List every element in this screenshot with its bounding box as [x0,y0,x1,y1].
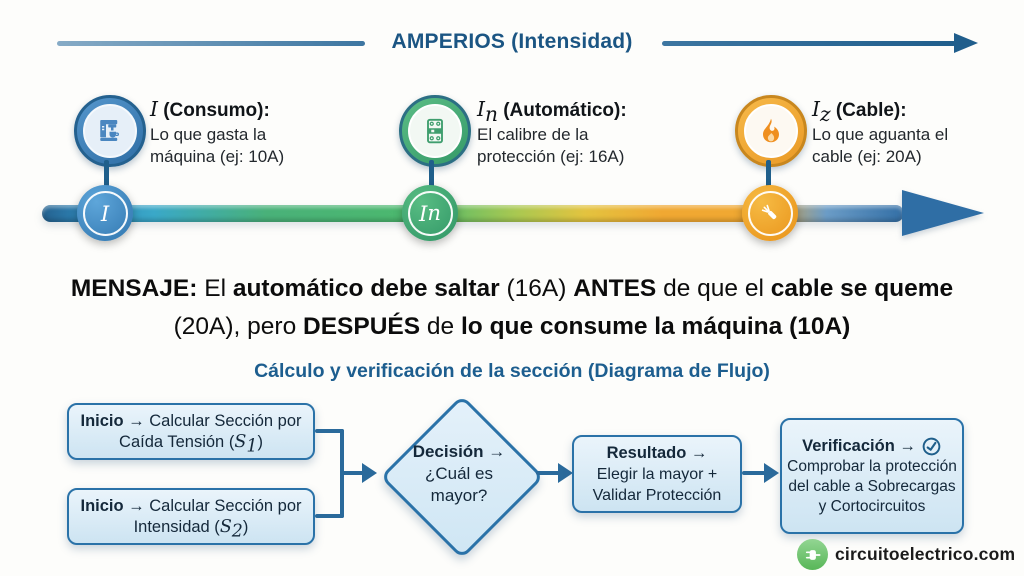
legend-title-consumo: I (Consumo): [150,97,270,121]
result-title: Resultado → [606,443,708,462]
start-box-caida-tension-label: Inicio → Calcular Sección por Caída Tens… [80,411,302,456]
legend-desc-cable: Lo que aguanta el cable (ej: 20A) [812,125,949,166]
axis-line-left [57,41,365,46]
coffee-machine-icon [83,104,137,158]
site-logo: circuitoelectrico.com [797,539,1015,570]
connector-to-verification [742,471,766,475]
arrowhead-to-verification [764,463,779,483]
arrowhead-to-result [558,463,573,483]
amperage-gradient-bar [42,205,904,222]
stem-consumo [104,160,109,190]
circuit-breaker-icon [408,104,462,158]
connector-to-result [536,471,560,475]
axis-title: AMPERIOS (Intensidad) [391,30,633,53]
arrowhead-to-decision [362,463,377,483]
verification-title: Verificación → [802,436,916,455]
legend-item-cable: Iz (Cable): Lo que aguanta el cable (ej:… [812,97,967,168]
axis-line-right [662,41,956,46]
plug-icon [797,539,828,570]
legend-title-cable: Iz (Cable): [812,97,907,126]
cable-icon [747,190,793,236]
start-box-intensidad: Inicio → Calcular Sección por Intensidad… [67,488,315,545]
start-box-caida-tension: Inicio → Calcular Sección por Caída Tens… [67,403,315,460]
legend-title-automatico: In (Automático): [477,97,627,126]
timeline-marker-i-label: I [82,190,128,236]
stem-cable [766,160,771,190]
axis-arrowhead-icon [954,33,978,53]
check-circle-icon [921,436,942,457]
timeline-marker-i: I [77,185,133,241]
decision-body: ¿Cuál es mayor? [424,464,494,505]
connector-to-decision [340,471,364,475]
legend-badge-automatico [399,95,471,167]
legend-badge-consumo [74,95,146,167]
start-box-intensidad-label: Inicio → Calcular Sección por Intensidad… [80,496,302,541]
site-name: circuitoelectrico.com [835,544,1016,564]
decision-label: Decisión → ¿Cuál es mayor? [396,441,522,507]
bar-arrowhead-icon [902,190,984,236]
flowchart-heading: Cálculo y verificación de la sección (Di… [254,360,770,382]
timeline-marker-iz [742,185,798,241]
connector-start2 [315,514,344,518]
stem-automatico [429,160,434,190]
verification-body: Comprobar la protección del cable a Sobr… [787,457,957,515]
result-body: Elegir la mayor + Validar Protección [592,465,722,504]
legend-badge-cable [735,95,807,167]
legend-desc-automatico: El calibre de la protección (ej: 16A) [477,125,625,166]
legend-item-automatico: In (Automático): El calibre de la protec… [477,97,667,168]
verification-box: Verificación → Comprobar la protección d… [780,418,964,534]
connector-start1 [315,429,344,433]
flame-icon [744,104,798,158]
result-box: Resultado → Elegir la mayor + Validar Pr… [572,435,742,513]
message-text: MENSAJE: El automático debe saltar (16A)… [70,275,954,340]
legend-desc-consumo: Lo que gasta la máquina (ej: 10A) [150,125,285,166]
legend-item-consumo: I (Consumo): Lo que gasta la máquina (ej… [150,97,330,168]
decision-title: Decisión → [412,442,506,461]
